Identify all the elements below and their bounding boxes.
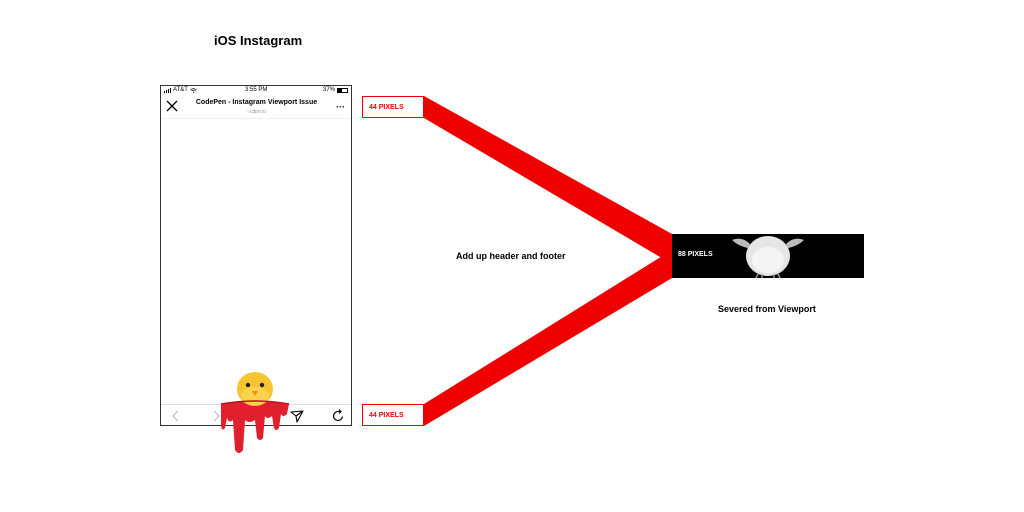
wifi-icon xyxy=(190,88,197,93)
browser-title: CodePen - Instagram Viewport Issue xyxy=(189,99,324,106)
signal-icon xyxy=(164,88,171,93)
footer-connector xyxy=(424,250,672,426)
close-icon[interactable] xyxy=(166,100,178,112)
browser-header: CodePen - Instagram Viewport Issue ○cdpn… xyxy=(161,96,351,119)
combined-height-label: 88 PIXELS xyxy=(678,251,713,258)
reload-icon[interactable] xyxy=(331,409,345,423)
carrier-label: AT&T xyxy=(173,87,188,93)
status-left: AT&T xyxy=(164,87,197,93)
combined-height-box: 88 PIXELS xyxy=(672,234,864,278)
header-connector xyxy=(424,96,672,264)
chick-icon xyxy=(215,368,295,458)
bird-icon xyxy=(728,234,808,278)
footer-height-label: 44 PIXELS xyxy=(362,404,424,426)
center-caption: Add up header and footer xyxy=(456,251,566,261)
header-height-label: 44 PIXELS xyxy=(362,96,424,118)
right-caption: Severed from Viewport xyxy=(718,304,816,314)
browser-url: ○cdpn.io xyxy=(189,109,324,115)
status-bar: AT&T 3:55 PM 37% xyxy=(161,86,351,96)
battery-percent: 37% xyxy=(323,87,335,93)
status-time: 3:55 PM xyxy=(245,87,267,93)
more-icon[interactable]: ··· xyxy=(336,102,345,112)
back-icon[interactable] xyxy=(169,409,183,423)
status-right: 37% xyxy=(323,87,348,93)
battery-icon xyxy=(337,88,348,93)
